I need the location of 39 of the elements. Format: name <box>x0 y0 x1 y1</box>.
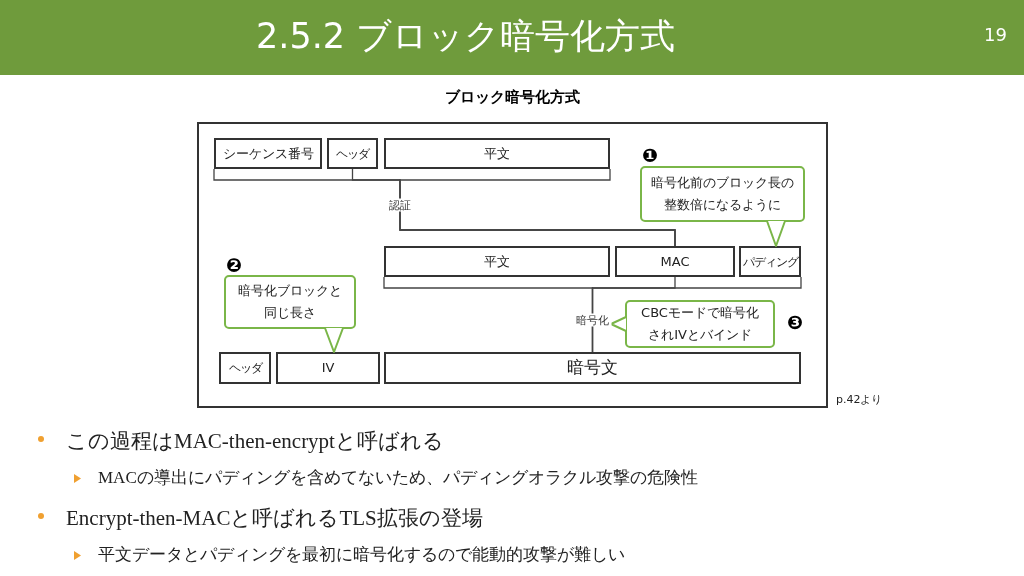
speech-bubble <box>625 300 775 348</box>
callout-text: CBCモードで暗号化されIVとバインド <box>640 304 760 344</box>
field-label: パディング <box>742 253 798 271</box>
page-number: 19 <box>984 26 1007 44</box>
field-box <box>384 246 610 277</box>
bullet-text: この過程はMAC-then-encryptと呼ばれる <box>66 428 444 455</box>
bracket-connector <box>591 276 802 353</box>
speech-bubble <box>224 275 356 329</box>
field-box <box>327 138 378 169</box>
field-label: 暗号文 <box>567 356 618 380</box>
field-label: 平文 <box>484 144 510 163</box>
bullet-text: Encrypt-then-MACと呼ばれるTLS拡張の登場 <box>66 505 483 532</box>
callout-number: ❸ <box>787 313 804 332</box>
speech-bubble-tail <box>610 316 627 332</box>
callout-text: 暗号化ブロックと同じ長さ <box>237 282 343 322</box>
field-label: 平文 <box>484 252 510 271</box>
callout-number: ❶ <box>642 146 659 165</box>
callout-text: 暗号化前のブロック長の整数倍になるように <box>650 174 795 214</box>
field-label: シーケンス番号 <box>222 144 314 163</box>
field-box <box>615 246 735 277</box>
field-box <box>219 352 271 384</box>
source-note: p.42より <box>836 392 883 408</box>
field-label: ヘッダ <box>336 145 369 163</box>
slide-title: 2.5.2 ブロック暗号化方式 <box>256 15 676 58</box>
field-box <box>384 138 610 169</box>
bullet-text: 平文データとパディングを最初に暗号化するので能動的攻撃が難しい <box>98 544 625 566</box>
speech-bubble-tail <box>324 327 344 353</box>
field-label: MAC <box>660 252 690 271</box>
edge-label: 認証 <box>387 198 413 212</box>
field-box <box>214 138 322 169</box>
speech-bubble <box>640 166 805 222</box>
field-box <box>384 352 801 384</box>
bullet-text: MACの導出にパディングを含めてないため、パディングオラクル攻撃の危険性 <box>98 467 698 489</box>
edge-label: 暗号化 <box>574 313 611 327</box>
callout-number: ❷ <box>226 256 243 275</box>
field-label: ヘッダ <box>228 360 262 377</box>
figure-title: ブロック暗号化方式 <box>444 87 581 108</box>
field-label: IV <box>321 359 335 378</box>
speech-bubble-tail <box>766 220 786 247</box>
